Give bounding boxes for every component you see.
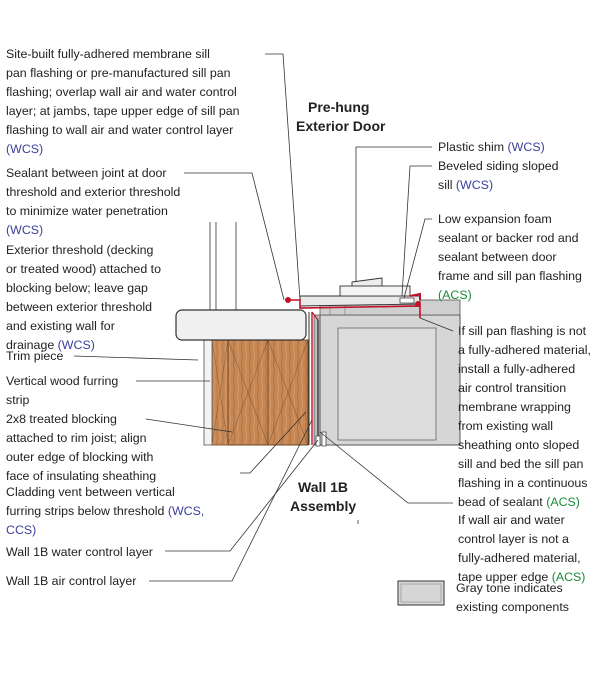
leader-lines bbox=[73, 53, 454, 582]
wall-title-line1: Wall 1B bbox=[298, 479, 348, 495]
callout-cladding-vent: Cladding vent between vertical furring s… bbox=[6, 485, 208, 537]
door-title-line1: Pre-hung bbox=[308, 99, 369, 115]
callout-trim-piece: Trim piece bbox=[6, 349, 63, 363]
sill-pan-flashing bbox=[286, 299, 421, 318]
callout-transition-membrane: If sill pan flashing is not a fully-adhe… bbox=[458, 324, 594, 509]
callout-sealant-threshold: Sealant between joint at door threshold … bbox=[6, 166, 184, 237]
callout-sill-pan: Site-built fully-adhered membrane sill p… bbox=[6, 47, 243, 156]
wall-title-line2: Assembly bbox=[290, 498, 356, 514]
left-callouts: Site-built fully-adhered membrane sill p… bbox=[6, 47, 243, 588]
wall-water-control-label: Wall 1B water control layer bbox=[6, 545, 153, 559]
callout-plastic-shim: Plastic shim (WCS) bbox=[438, 140, 545, 154]
legend-text: Gray tone indicates existing components bbox=[456, 581, 569, 614]
trim-piece bbox=[203, 339, 213, 446]
section-drawing bbox=[175, 277, 461, 447]
interior-finish bbox=[337, 327, 437, 441]
callout-exterior-threshold: Exterior threshold (decking or treated w… bbox=[6, 243, 164, 352]
existing-sheathing bbox=[313, 314, 321, 446]
callout-treated-blocking: 2x8 treated blocking attached to rim joi… bbox=[6, 412, 157, 483]
callout-tape-upper-edge: If wall air and water control layer is n… bbox=[458, 513, 585, 584]
callout-foam-sealant: Low expansion foam sealant or backer rod… bbox=[438, 212, 585, 302]
door-title-line2: Exterior Door bbox=[296, 118, 386, 134]
callout-beveled-sill: Beveled siding sloped sill (WCS) bbox=[438, 159, 562, 192]
exterior-threshold bbox=[175, 309, 307, 341]
right-callouts: Plastic shim (WCS) Beveled siding sloped… bbox=[438, 140, 594, 584]
callout-furring-strip: Vertical wood furring strip bbox=[6, 374, 122, 407]
legend: Gray tone indicates existing components bbox=[397, 580, 569, 614]
plastic-shim bbox=[399, 297, 415, 304]
door-frame-bottom bbox=[339, 285, 411, 297]
legend-gray-swatch bbox=[397, 580, 445, 606]
wall-air-control-label: Wall 1B air control layer bbox=[6, 574, 136, 588]
